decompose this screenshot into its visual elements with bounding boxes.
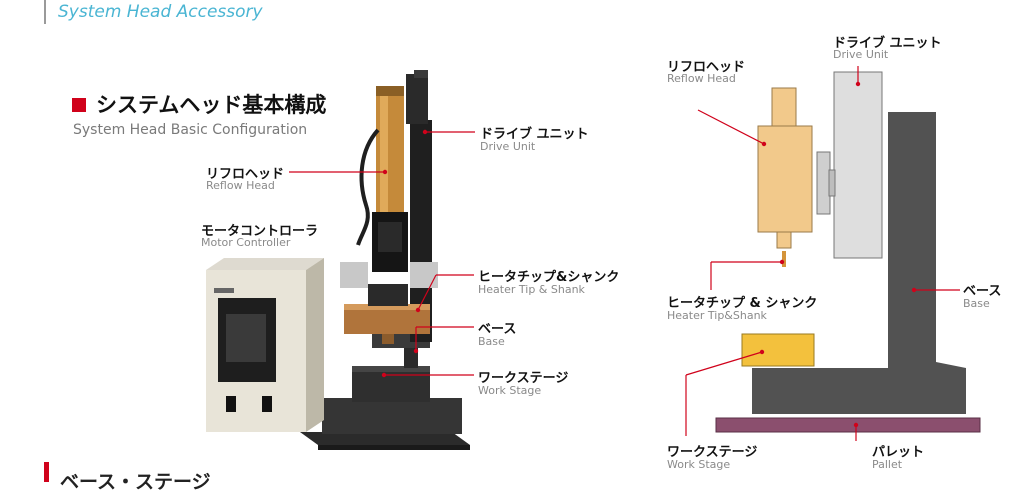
photo-label-motor-controller-en: Motor Controller bbox=[201, 236, 291, 249]
photo-label-work-stage: ワークステージ bbox=[478, 371, 569, 386]
photo-label-reflow-head-en: Reflow Head bbox=[206, 179, 275, 192]
system-head-diagram bbox=[685, 66, 981, 441]
photo-label-reflow-head: リフロヘッド bbox=[206, 167, 285, 182]
photo-label-drive-unit-en: Drive Unit bbox=[480, 140, 536, 153]
system-head-photo bbox=[206, 70, 475, 450]
diagram-label-base: ベース bbox=[963, 284, 1002, 299]
diagram-work-stage bbox=[741, 333, 815, 367]
controller-top bbox=[206, 258, 324, 270]
diagram-label-work-stage: ワークステージ bbox=[667, 445, 758, 460]
section-subtitle: System Head Basic Configuration bbox=[73, 122, 308, 138]
next-section-title: ベース・ステージ bbox=[60, 471, 211, 493]
diagram-label-heater-tip-en: Heater Tip&Shank bbox=[667, 309, 767, 322]
section-marker bbox=[72, 98, 86, 112]
diagram-reflow-head-top bbox=[771, 87, 797, 127]
next-section-marker bbox=[44, 462, 49, 482]
diagram-label-base-en: Base bbox=[963, 297, 990, 310]
photo-label-heater-tip: ヒータチップ&シャンク bbox=[478, 270, 620, 285]
diagram-pallet bbox=[715, 417, 981, 433]
photo-label-drive-unit: ドライブ ユニット bbox=[480, 127, 589, 142]
diagram-label-drive-unit-en: Drive Unit bbox=[833, 48, 889, 61]
diagram-label-reflow-head-en: Reflow Head bbox=[667, 72, 736, 85]
section-title: システムヘッド基本構成 bbox=[96, 93, 327, 117]
photo-label-base-en: Base bbox=[478, 335, 505, 348]
diagram-label-heater-tip: ヒータチップ & シャンク bbox=[667, 296, 818, 311]
base-plate-top bbox=[322, 398, 462, 434]
diagram-label-pallet: パレット bbox=[872, 445, 925, 460]
diagram-heater-tip bbox=[782, 251, 786, 267]
diagram-drive-unit bbox=[833, 71, 883, 259]
diagram-label-work-stage-en: Work Stage bbox=[667, 458, 731, 471]
diagram-reflow-head-body bbox=[757, 125, 813, 233]
header-divider bbox=[44, 0, 46, 24]
base-plate bbox=[300, 432, 470, 445]
photo-label-motor-controller: モータコントローラ bbox=[201, 224, 319, 239]
diagram-label-drive-unit: ドライブ ユニット bbox=[833, 36, 942, 51]
photo-label-work-stage-en: Work Stage bbox=[478, 384, 542, 397]
diagram-base bbox=[752, 112, 966, 414]
photo-label-heater-tip-en: Heater Tip & Shank bbox=[478, 283, 585, 296]
diagram-label-pallet-en: Pallet bbox=[872, 458, 903, 471]
diagram-label-reflow-head: リフロヘッド bbox=[667, 60, 746, 75]
photo-label-base: ベース bbox=[478, 322, 517, 337]
header-title: System Head Accessory bbox=[58, 2, 263, 22]
